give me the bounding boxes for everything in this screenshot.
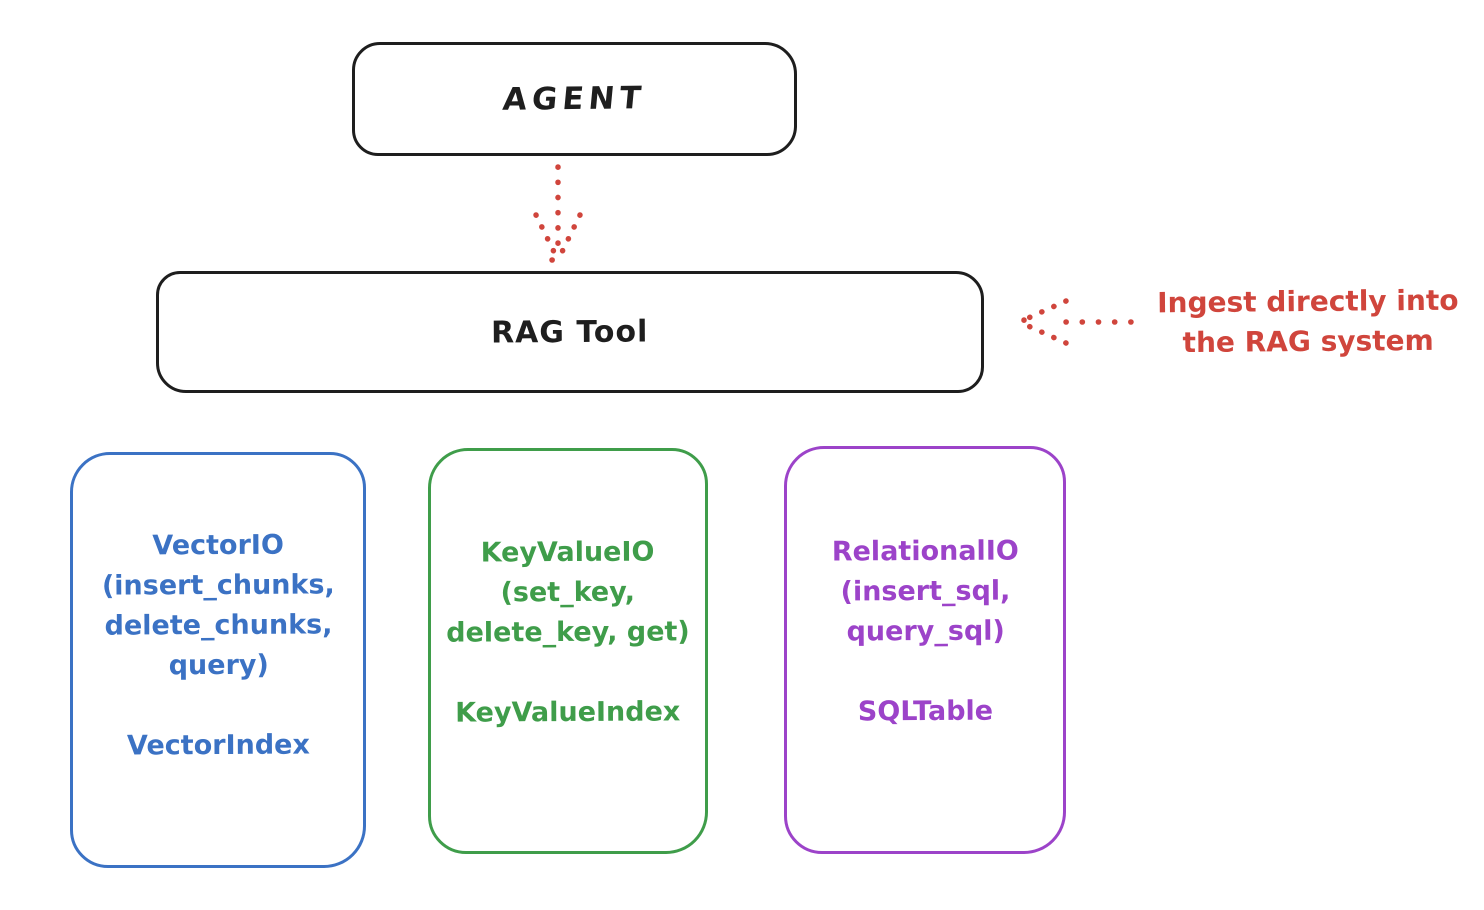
ingest-annotation-line2: the RAG system: [1182, 323, 1434, 360]
agent-box: AGENT: [352, 42, 797, 156]
rag-tool-box: RAG Tool: [156, 271, 984, 393]
ingest-annotation: Ingest directly into the RAG system: [1140, 281, 1477, 364]
agent-label: AGENT: [501, 80, 648, 118]
rag-tool-label: RAG Tool: [491, 313, 649, 351]
ingest-annotation-line1: Ingest directly into: [1156, 283, 1459, 320]
ingest-annotation-arrow-icon: [1021, 298, 1134, 346]
relational-io-box: RelationalIO (insert_sql, query_sql) SQL…: [784, 446, 1066, 854]
sql-table-label: SQLTable: [857, 695, 993, 728]
relational-io-label: RelationalIO (insert_sql, query_sql): [831, 535, 1019, 648]
agent-to-ragtool-arrow-icon: [533, 164, 583, 263]
vector-io-label: VectorIO (insert_chunks, delete_chunks, …: [101, 529, 335, 682]
keyvalue-io-box: KeyValueIO (set_key, delete_key, get) Ke…: [428, 448, 708, 854]
keyvalue-io-label: KeyValueIO (set_key, delete_key, get): [446, 536, 691, 649]
vector-io-box: VectorIO (insert_chunks, delete_chunks, …: [70, 452, 366, 868]
vector-index-label: VectorIndex: [126, 729, 310, 762]
keyvalue-index-label: KeyValueIndex: [455, 696, 681, 729]
